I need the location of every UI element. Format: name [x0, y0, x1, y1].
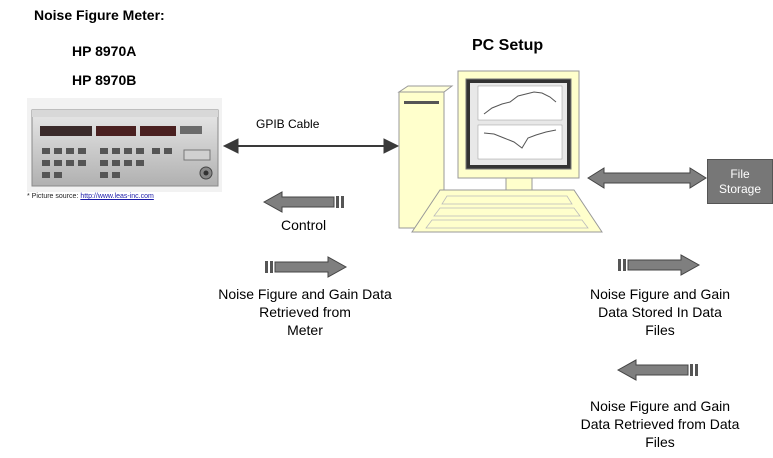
gpib-cable-label: GPIB Cable [256, 117, 320, 131]
caption-stored-in-files: Noise Figure and Gain Data Stored In Dat… [560, 285, 760, 339]
store-to-file-arrow [618, 254, 701, 276]
meter-title: Noise Figure Meter: [34, 7, 165, 23]
meter-model-a: HP 8970A [72, 43, 137, 59]
control-arrow [262, 191, 344, 213]
noise-figure-meter-image [27, 98, 222, 192]
caption-line: Noise Figure and Gain [589, 286, 731, 302]
gpib-cable-arrow [222, 138, 400, 154]
file-storage-line2: Storage [718, 181, 762, 196]
credit-link[interactable]: http://www.leas-inc.com [80, 193, 154, 200]
data-to-pc-arrow [265, 256, 348, 278]
caption-line: Files [645, 434, 675, 450]
caption-line: Data Retrieved from Data [580, 416, 740, 432]
retrieve-from-file-arrow [616, 359, 698, 381]
caption-line: Noise Figure and Gain Data [218, 286, 392, 302]
file-storage-box: File Storage [707, 159, 773, 204]
pc-setup-title: PC Setup [472, 37, 544, 54]
caption-line: Noise Figure and Gain [589, 398, 731, 414]
caption-line: Meter [287, 322, 323, 338]
meter-model-b: HP 8970B [72, 72, 137, 88]
pc-monitor [457, 70, 580, 191]
picture-credit: * Picture source: http://www.leas-inc.co… [27, 193, 154, 200]
credit-prefix: * Picture source: [27, 193, 81, 200]
control-label: Control [281, 217, 327, 233]
caption-line: Data Stored In Data [598, 304, 722, 320]
caption-line: Files [645, 322, 675, 338]
caption-line: Retrieved from [259, 304, 351, 320]
caption-retrieved-from-files: Noise Figure and Gain Data Retrieved fro… [552, 397, 768, 451]
pc-tower [397, 85, 454, 229]
caption-retrieved-from-meter: Noise Figure and Gain Data Retrieved fro… [185, 285, 425, 339]
pc-keyboard [411, 189, 603, 233]
file-storage-line1: File [730, 166, 750, 181]
storage-link-arrow [587, 167, 707, 189]
